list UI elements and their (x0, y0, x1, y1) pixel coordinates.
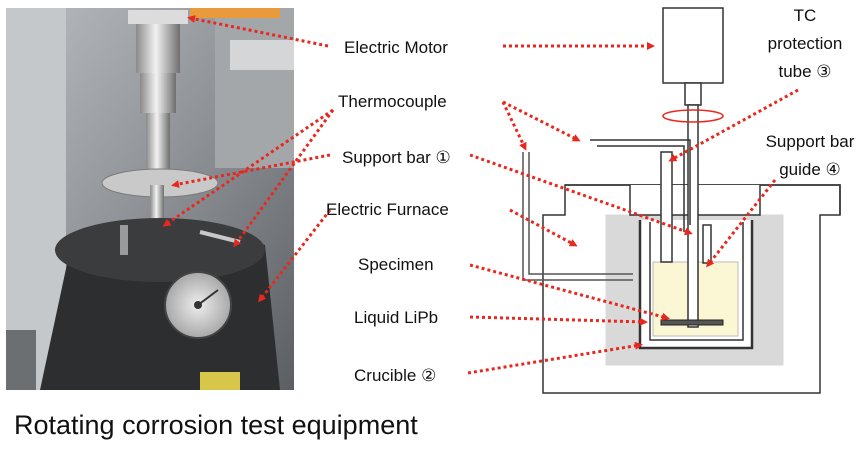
figure-caption: Rotating corrosion test equipment (14, 410, 418, 440)
label-support-bar: Support bar ① (342, 148, 451, 167)
label-specimen: Specimen (358, 255, 434, 274)
equipment-photo (6, 8, 294, 390)
label-electric-motor: Electric Motor (344, 38, 448, 57)
label-support-bar-guide-2: guide ④ (779, 160, 841, 179)
label-tc-tube-3: tube ③ (778, 62, 831, 81)
rotation-indicator (662, 109, 724, 123)
leader-arrows (162, 15, 799, 375)
apparatus-schematic (522, 7, 841, 394)
label-electric-furnace: Electric Furnace (326, 200, 449, 219)
label-tc-tube-2: protection (768, 34, 843, 53)
label-tc-tube-1: TC (794, 6, 817, 25)
label-crucible: Crucible ② (354, 366, 436, 385)
label-liquid-lipb: Liquid LiPb (354, 308, 438, 327)
label-support-bar-guide-1: Support bar (766, 132, 855, 151)
label-thermocouple: Thermocouple (338, 92, 447, 111)
